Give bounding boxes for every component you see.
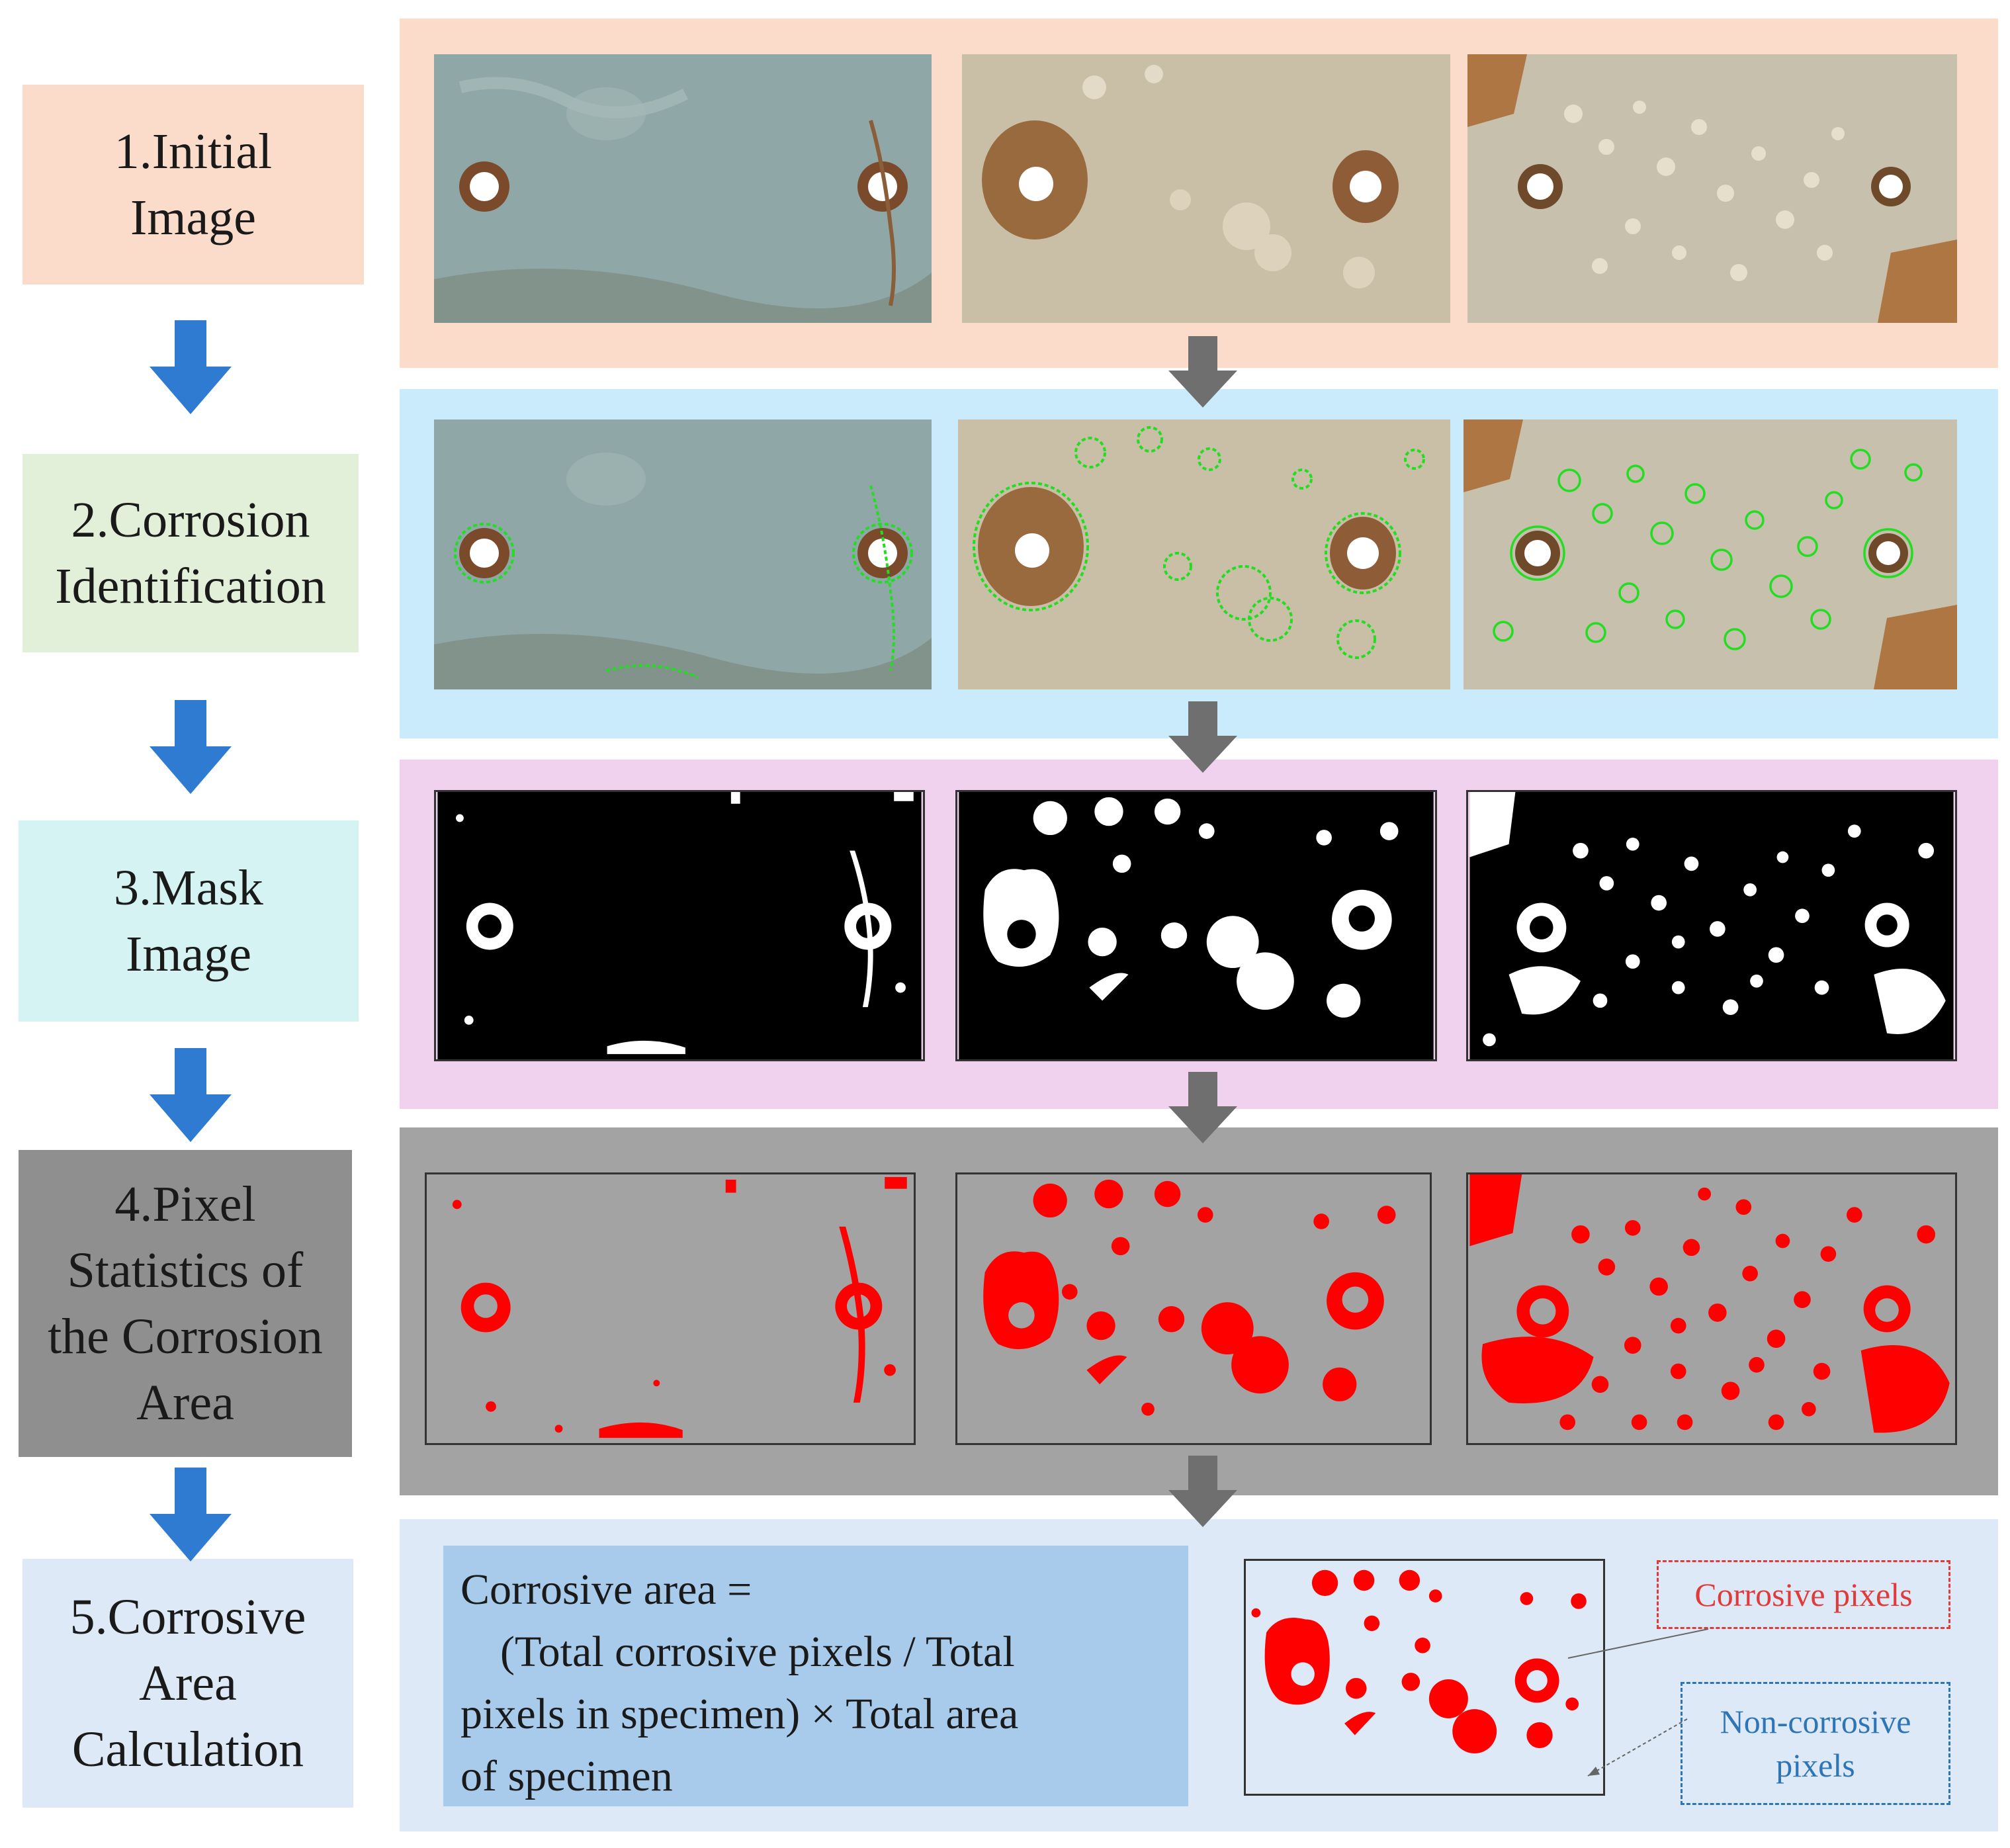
arrow-down-icon [150,1468,232,1562]
step-label-line: 4.Pixel [114,1176,256,1232]
arrow-down-icon [1168,1456,1237,1527]
pixel-stat-image-2 [955,1172,1432,1445]
step-label-line: Area [139,1655,237,1711]
step-label-line: the Corrosion [48,1309,323,1364]
formula-line: Corrosive area = [460,1565,752,1614]
mask-image-1 [434,790,925,1061]
arrow-down-icon [1168,1072,1237,1143]
step-label-line: Area [136,1375,234,1430]
step-label-line: 5.Corrosive [69,1589,306,1645]
corrosive-pointer-line [1567,1628,1709,1659]
step-label-line: Image [126,926,251,982]
step-label-line: 2.Corrosion [71,492,310,548]
step-label-line: Calculation [71,1722,304,1777]
formula-line: pixels in specimen) × Total area [460,1690,1019,1738]
arrow-down-icon [150,1048,232,1142]
example-corrosion-image [1244,1559,1605,1796]
arrowhead-icon [1588,1767,1600,1776]
arrow-down-icon [150,700,232,794]
step-label-line: 3.Mask [114,860,263,916]
step-label-line: Identification [55,558,326,614]
specimen-photo-1 [434,54,932,323]
specimen-photo-2 [962,54,1450,323]
arrow-down-icon [1168,701,1237,773]
arrow-down-icon [150,320,232,414]
formula-box: Corrosive area = (Total corrosive pixels… [443,1546,1188,1806]
identification-photo-1 [434,419,932,689]
specimen-photo-3 [1467,54,1957,323]
arrow-down-icon [1168,336,1237,408]
identification-photo-3 [1464,419,1957,689]
formula-line: of specimen [460,1752,673,1800]
legend-corrosive-pixels: Corrosive pixels [1657,1560,1950,1629]
noncorrosive-pointer-line [1587,1718,1688,1777]
formula-line: (Total corrosive pixels / Total [500,1628,1015,1676]
legend-noncorrosive-label: pixels [1776,1747,1855,1784]
pixel-stat-image-3 [1466,1172,1957,1445]
legend-noncorrosive-pixels: Non-corrosive pixels [1681,1682,1950,1805]
legend-pointer-lines [1567,1628,1709,1777]
mask-image-3 [1466,790,1957,1061]
step-label-line: 1.Initial [114,124,273,179]
legend-noncorrosive-label: Non-corrosive [1720,1703,1911,1740]
step-label-line: Statistics of [67,1243,304,1298]
mask-image-2 [955,790,1437,1061]
legend-corrosive-label: Corrosive pixels [1694,1576,1913,1613]
identification-photo-2 [958,419,1450,689]
step-label-line: Image [130,190,256,245]
pixel-stat-image-1 [425,1172,916,1445]
